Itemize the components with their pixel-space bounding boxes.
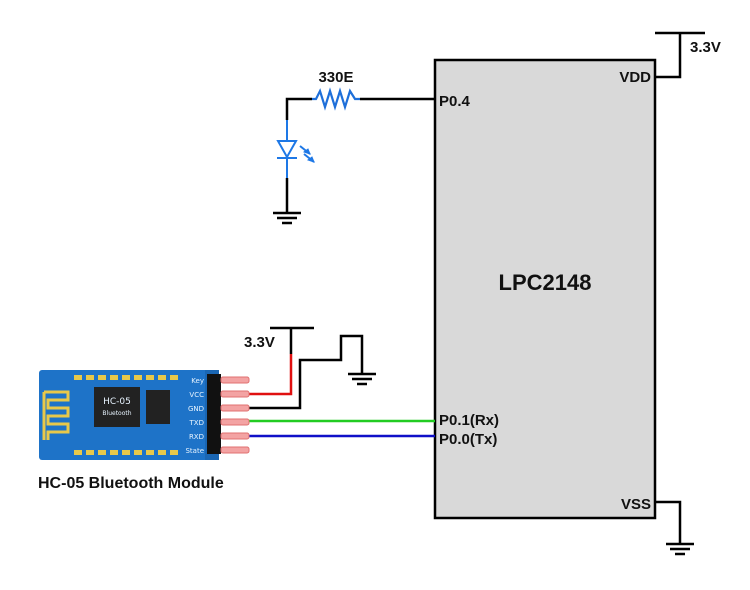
pin-label-p00: P0.0(Tx) — [439, 431, 497, 448]
led-icon — [276, 120, 315, 178]
module-pin-gnd: GND — [188, 405, 204, 413]
led-circuit-wire — [285, 97, 435, 120]
module-ground-icon — [348, 372, 376, 386]
module-vcc-supply-symbol — [270, 326, 314, 354]
module-gnd-wire — [245, 334, 364, 410]
module-pin-key: Key — [191, 377, 204, 385]
hc05-module: HC-05 Bluetooth Key VCC GND TXD RXD Stat… — [39, 370, 219, 460]
resistor-icon — [312, 87, 360, 111]
module-vcc-supply-label: 3.3V — [244, 334, 275, 351]
module-main-chip — [94, 387, 140, 427]
module-secondary-chip — [146, 390, 170, 424]
mcu-body — [433, 58, 657, 520]
module-chip-label: HC-05 — [103, 397, 131, 407]
vdd-supply-wire — [655, 31, 705, 79]
pin-label-vdd: VDD — [619, 69, 651, 86]
pin-label-vss: VSS — [621, 496, 651, 513]
vdd-supply-label: 3.3V — [690, 39, 721, 56]
mcu-name: LPC2148 — [499, 270, 592, 295]
pin-label-p01: P0.1(Rx) — [439, 412, 499, 429]
antenna-trace — [44, 390, 70, 440]
module-pin-txd: TXD — [189, 419, 204, 427]
module-pin-vcc: VCC — [189, 391, 204, 399]
resistor-value: 330E — [318, 69, 353, 86]
vss-ground-icon — [655, 500, 694, 556]
module-chip-sublabel: Bluetooth — [102, 410, 131, 417]
module-caption: HC-05 Bluetooth Module — [38, 475, 224, 492]
module-pin-state: State — [185, 447, 204, 455]
module-pin-rxd: RXD — [189, 433, 204, 441]
led-ground-icon — [273, 178, 301, 225]
vcc-wire — [245, 354, 293, 396]
module-header-pins — [207, 374, 250, 454]
pin-label-p04: P0.4 — [439, 93, 471, 110]
